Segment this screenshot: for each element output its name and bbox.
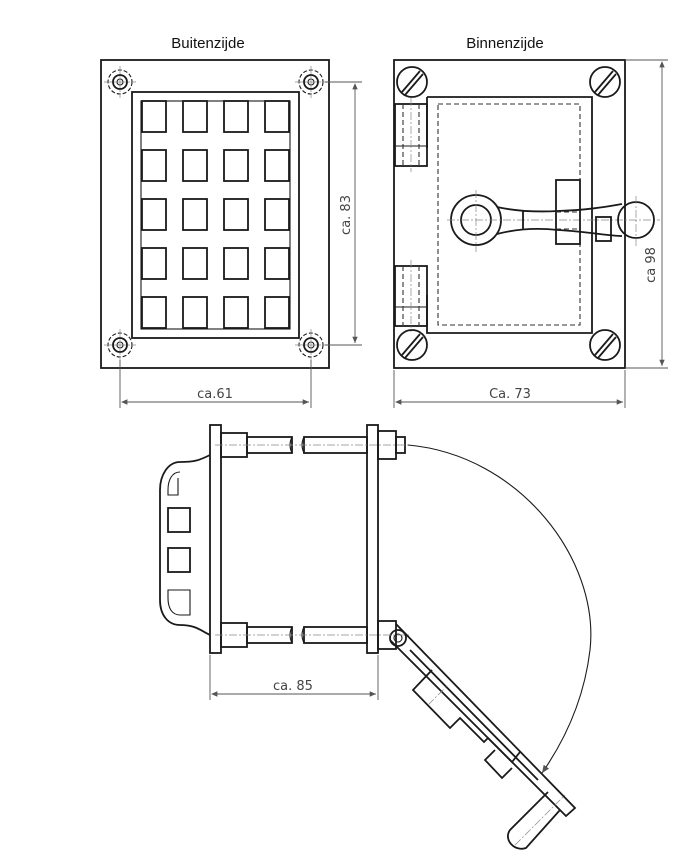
slotted-screw-icon (589, 66, 621, 98)
inside-width-dimension: Ca. 73 (393, 370, 626, 408)
outside-grille-inner (140, 100, 291, 330)
inside-height-dimension: ca 98 (625, 59, 668, 369)
slotted-screw-icon (396, 329, 428, 361)
latch-lever (447, 179, 660, 252)
outside-view-title: Buitenzijde (171, 35, 244, 52)
grille-profile (159, 454, 211, 636)
outside-height-label: ca. 83 (339, 195, 354, 235)
inside-plate (393, 59, 626, 369)
inside-view-title: Binnenzijde (466, 35, 544, 52)
bolt-bottom (215, 620, 410, 650)
slotted-screw-icon (589, 329, 621, 361)
outside-grille-frame (131, 91, 300, 339)
swing-arc (407, 444, 592, 774)
side-view: ca. 85 (159, 424, 592, 850)
side-depth-label: ca. 85 (273, 679, 313, 694)
outside-height-dimension: ca. 83 (325, 81, 362, 346)
opened-latch-arm (389, 623, 577, 850)
inside-view: Binnenzijde (393, 35, 668, 408)
inside-height-label: ca 98 (644, 247, 659, 283)
slotted-screw-icon (396, 66, 428, 98)
screw-icon (295, 329, 327, 361)
front-plate (209, 424, 222, 654)
screw-icon (295, 66, 327, 98)
hinge-top (394, 98, 428, 172)
inside-width-label: Ca. 73 (489, 387, 531, 402)
hinge-bottom (394, 260, 428, 332)
outside-width-label: ca.61 (197, 387, 233, 402)
bolt-top (215, 430, 410, 460)
back-plate (366, 424, 379, 654)
outside-width-dimension: ca.61 (119, 360, 312, 408)
grille-openings (141, 100, 290, 329)
screw-icon (104, 329, 136, 361)
inside-hidden-outline (437, 103, 581, 326)
outside-plate (100, 59, 330, 369)
screw-icon (104, 66, 136, 98)
outside-view: Buitenzijde (100, 35, 362, 408)
side-depth-dimension: ca. 85 (209, 655, 379, 700)
